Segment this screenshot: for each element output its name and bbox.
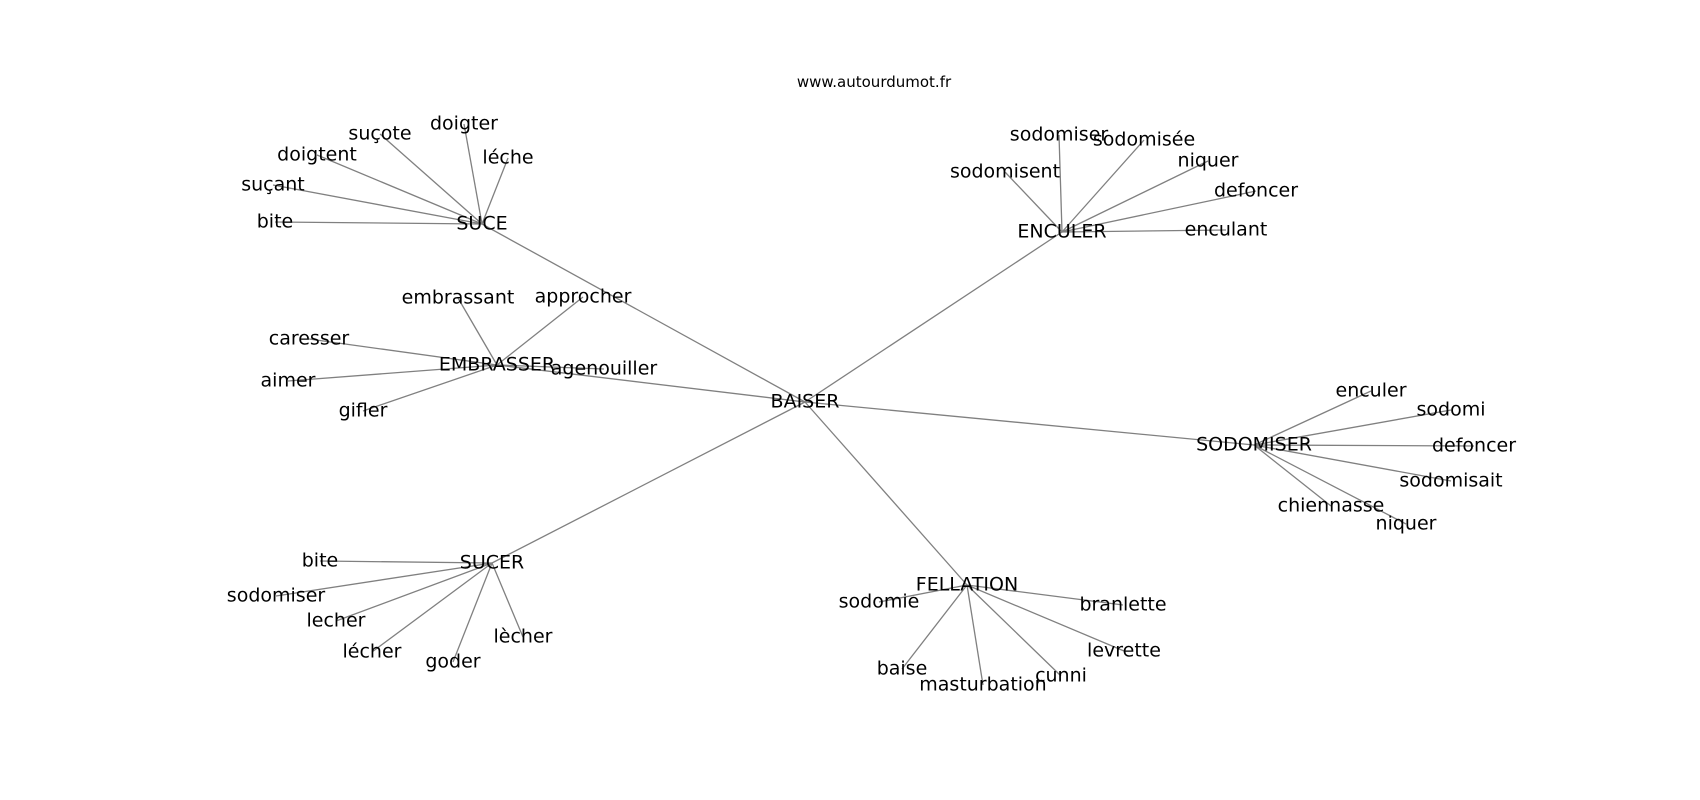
leaf-word: suçant — [241, 174, 305, 196]
edge-fellation-leaf — [966, 584, 1124, 606]
leaf-word: goder — [425, 651, 480, 673]
leaf-word: agenouiller — [551, 358, 658, 380]
edge-fellation-leaf — [966, 584, 1062, 677]
cluster-word: SUCER — [460, 552, 524, 574]
cluster-word: SUCE — [456, 213, 507, 235]
edge-center-sodomiser — [804, 401, 1255, 446]
leaf-word: doigtent — [277, 144, 357, 166]
edge-enculer-leaf — [1061, 190, 1257, 233]
edge-fellation-leaf — [966, 584, 984, 686]
leaf-word: sodomi — [1417, 399, 1486, 421]
leaf-word: bite — [302, 550, 338, 572]
leaf-word: caresser — [269, 328, 350, 350]
leaf-word: léche — [482, 147, 533, 169]
leaf-word: lecher — [307, 610, 366, 632]
edge-enculer-leaf — [1061, 160, 1209, 233]
leaf-word: chiennasse — [1278, 495, 1385, 517]
edge-sucer-leaf — [335, 562, 493, 622]
leaf-word: aimer — [261, 370, 316, 392]
leaf-word: niquer — [1376, 513, 1437, 535]
edge-sucer-leaf — [452, 562, 493, 663]
cluster-word: ENCULER — [1017, 221, 1106, 243]
edge-suce-leaf — [272, 184, 483, 225]
edge-center-suce — [481, 223, 806, 403]
leaf-word: sodomisent — [950, 161, 1060, 183]
edge-embrasser-leaf — [457, 297, 498, 366]
edge-sucer-leaf — [319, 560, 493, 564]
edge-center-sucer — [491, 401, 806, 564]
site-url: www.autourdumot.fr — [797, 73, 952, 91]
leaf-word: levrette — [1087, 640, 1161, 662]
edge-embrasser-leaf — [362, 364, 498, 412]
edge-enculer-leaf — [1061, 229, 1227, 233]
leaf-word: sodomisait — [1399, 470, 1502, 492]
edge-sucer-leaf — [491, 562, 524, 638]
node-labels: BAISER SUCE suçote doigter doigtent léche suça… — [227, 113, 1516, 696]
edge-embrasser-leaf — [496, 296, 584, 366]
leaf-word: embrassant — [402, 287, 515, 309]
edge-enculer-leaf — [1004, 171, 1063, 233]
leaf-word: gifler — [339, 400, 388, 422]
edge-fellation-leaf — [901, 584, 968, 670]
leaf-word: sodomisée — [1093, 129, 1195, 151]
leaf-word: sodomiser — [227, 585, 326, 607]
leaf-word: enculer — [1336, 380, 1407, 402]
leaf-word: sodomiser — [1010, 124, 1109, 146]
edge-sodomiser-leaf — [1253, 444, 1332, 507]
edge-suce-leaf — [379, 133, 483, 225]
leaf-word: sodomie — [839, 591, 920, 613]
edge-suce-leaf — [274, 221, 483, 225]
leaf-word: baise — [877, 658, 928, 680]
edge-sucer-leaf — [275, 562, 493, 597]
leaf-word: niquer — [1178, 150, 1239, 172]
leaf-word: approcher — [535, 286, 632, 308]
edge-fellation-leaf — [966, 584, 1125, 652]
cluster-word: FELLATION — [916, 574, 1018, 596]
edges — [272, 123, 1475, 686]
cluster-word: EMBRASSER — [439, 354, 555, 376]
leaf-word: defoncer — [1214, 180, 1298, 202]
cluster-word: SODOMISER — [1196, 434, 1312, 456]
edge-suce-leaf — [481, 157, 509, 225]
leaf-word: lècher — [494, 626, 553, 648]
leaf-word: defoncer — [1432, 435, 1516, 457]
leaf-word: branlette — [1079, 594, 1166, 616]
edge-center-enculer — [804, 231, 1063, 403]
edge-enculer-leaf — [1061, 139, 1145, 233]
edge-embrasser-leaf — [496, 364, 605, 370]
leaf-word: bite — [257, 211, 293, 233]
edge-center-embrasser — [496, 364, 806, 403]
leaf-word: masturbation — [919, 674, 1046, 696]
edge-embrasser-leaf — [308, 338, 498, 366]
center-word: BAISER — [771, 391, 840, 413]
edge-suce-leaf — [316, 154, 483, 225]
edge-enculer-leaf — [1058, 134, 1063, 233]
edge-sucer-leaf — [371, 562, 493, 653]
edge-sodomiser-leaf — [1253, 444, 1407, 525]
edge-embrasser-leaf — [287, 364, 498, 382]
edge-sodomiser-leaf — [1253, 390, 1372, 446]
edge-fellation-leaf — [878, 584, 968, 603]
edge-sodomiser-leaf — [1253, 444, 1452, 482]
edge-center-fellation — [804, 401, 968, 586]
edge-sodomiser-leaf — [1253, 409, 1452, 446]
edge-suce-leaf — [463, 123, 483, 225]
edge-sodomiser-leaf — [1253, 444, 1475, 447]
leaf-word: doigter — [430, 113, 498, 135]
leaf-word: suçote — [348, 123, 411, 145]
leaf-word: cunni — [1035, 665, 1087, 687]
leaf-word: lécher — [343, 641, 402, 663]
leaf-word: enculant — [1185, 219, 1268, 241]
